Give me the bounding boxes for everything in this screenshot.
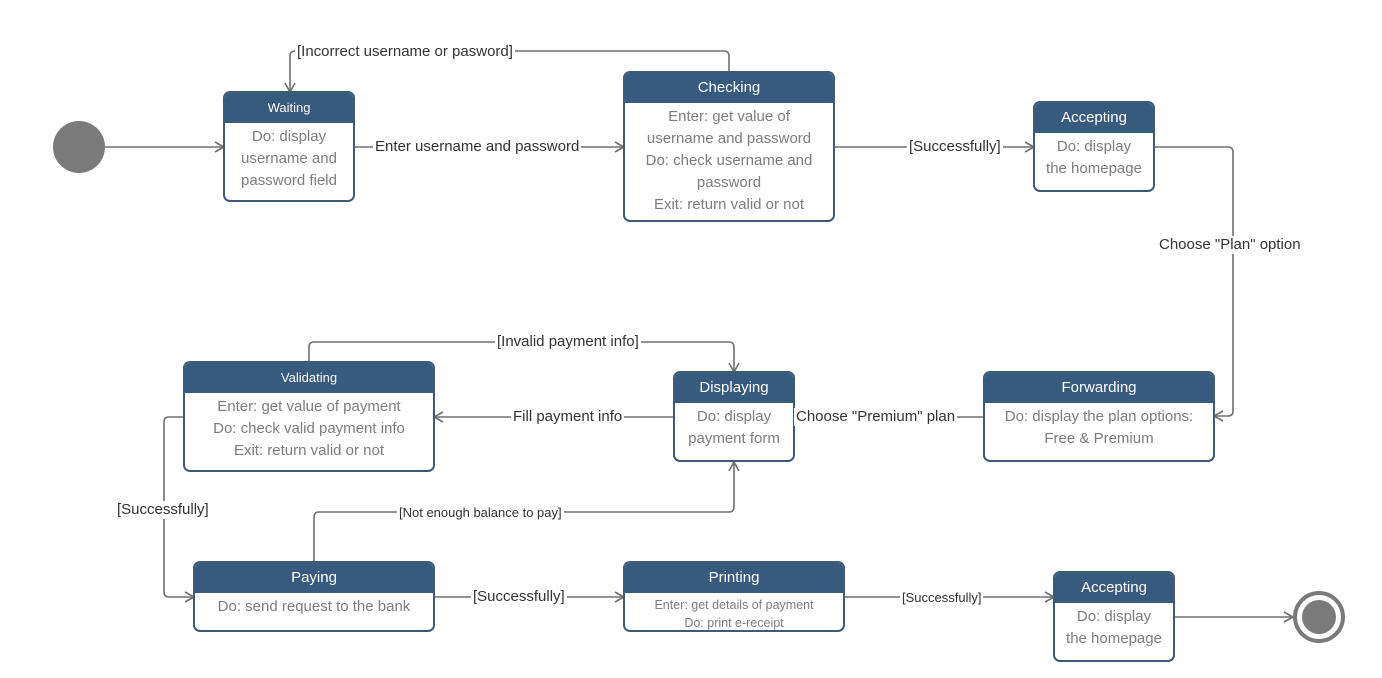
state-line: Do: display [1056,138,1132,155]
state-body: Enter: get value of username and passwor… [625,103,833,216]
state-line: Do: print e-receipt [684,616,784,630]
state-line: Do: display [696,408,772,425]
transition-label-not-enough: [Not enough balance to pay] [397,504,564,522]
final-pseudostate [1293,591,1345,643]
state-title: Paying [195,563,433,593]
state-title: Checking [625,73,833,103]
state-body: Enter: get value of payment Do: check va… [185,393,433,462]
state-validating[interactable]: Validating Enter: get value of payment D… [183,361,435,472]
state-line: Exit: return valid or not [653,196,805,213]
state-line: Exit: return valid or not [233,442,385,459]
state-line: Do: send request to the bank [217,598,411,615]
state-line: Do: display the plan options: [1004,408,1194,425]
state-line: Do: display [251,128,327,145]
state-title: Accepting [1035,103,1153,133]
state-line: username and password [646,130,812,147]
state-line: password field [241,172,337,189]
transition-label-success-pay: [Successfully] [471,588,567,606]
state-accepting-homepage[interactable]: Accepting Do: display the homepage [1033,101,1155,192]
state-accepting-final[interactable]: Accepting Do: display the homepage [1053,571,1175,662]
state-body: Do: send request to the bank [195,593,433,618]
state-body: Do: display payment form [675,403,793,450]
state-forwarding[interactable]: Forwarding Do: display the plan options:… [983,371,1215,462]
state-title: Forwarding [985,373,1213,403]
state-body: Do: display the plan options: Free & Pre… [985,403,1213,450]
state-line: Enter: get value of payment [217,398,401,415]
state-paying[interactable]: Paying Do: send request to the bank [193,561,435,632]
transition-label-fill-payment: Fill payment info [511,408,625,426]
state-line: username and [241,150,337,167]
state-line: the homepage [1046,160,1142,177]
transition-label-choose-premium: Choose "Premium" plan [794,408,958,426]
state-line: Do: display [1076,608,1152,625]
state-printing[interactable]: Printing Enter: get details of payment D… [623,561,845,632]
state-displaying[interactable]: Displaying Do: display payment form [673,371,795,462]
state-title: Accepting [1055,573,1173,603]
state-line: Enter: get details of payment [654,598,814,612]
state-title: Displaying [675,373,793,403]
state-line: Do: check valid payment info [213,420,405,437]
edge-accepting-to-forwarding [1154,146,1234,422]
state-line: password [696,174,762,191]
transition-label-invalid-payment: [Invalid payment info] [495,333,641,351]
transition-label-choose-plan: Choose "Plan" option [1157,236,1303,254]
state-title: Printing [625,563,843,593]
transition-label-success-print: [Successfully] [900,589,984,607]
state-waiting[interactable]: Waiting Do: display username and passwor… [223,91,355,202]
state-body: Enter: get details of payment Do: print … [625,593,843,630]
state-line: the homepage [1066,630,1162,647]
final-pseudostate-core [1302,600,1336,634]
initial-pseudostate [53,121,105,173]
state-checking[interactable]: Checking Enter: get value of username an… [623,71,835,222]
state-title: Validating [185,363,433,393]
state-title: Waiting [225,93,353,123]
transition-label-incorrect: [Incorrect username or pasword] [295,43,515,61]
transition-label-enter-credentials: Enter username and password [373,138,582,156]
state-line: payment form [688,430,780,447]
state-body: Do: display the homepage [1035,133,1153,180]
state-body: Do: display username and password field [225,123,353,192]
transition-label-success-check: [Successfully] [907,138,1003,156]
transition-label-success-validate: [Successfully] [115,501,211,519]
state-body: Do: display the homepage [1055,603,1173,650]
state-line: Free & Premium [1044,430,1154,447]
state-line: Enter: get value of [668,108,790,125]
state-line: Do: check username and [645,152,813,169]
